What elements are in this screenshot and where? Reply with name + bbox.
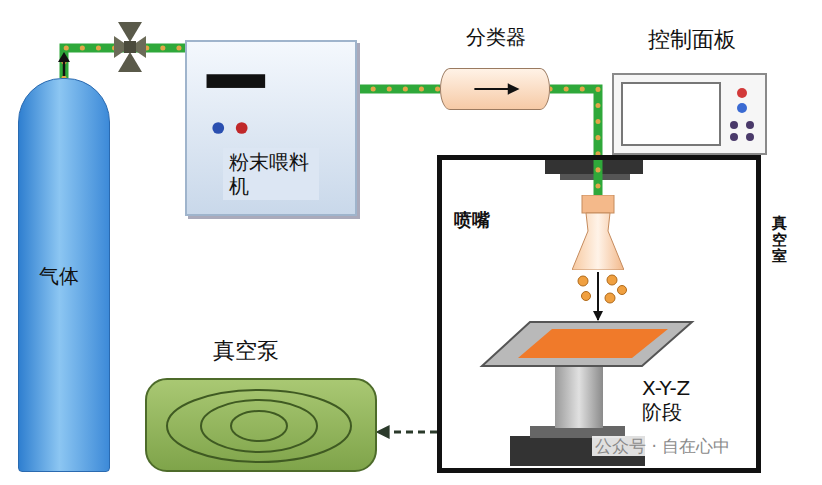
node-label: 气体: [39, 264, 79, 288]
nozzle-drawing: [572, 195, 624, 270]
nozzle: 喷嘴: [572, 195, 624, 270]
classifier-cylinder: 分类器: [440, 68, 550, 110]
vacuum-chamber: 真空室喷嘴X-Y-Z 阶段: [437, 155, 761, 473]
connector: [377, 432, 437, 433]
gas-flow-arrow: [58, 52, 70, 76]
node-label: 粉末喂料机: [223, 148, 319, 200]
valve-symbol: [114, 22, 146, 72]
node-label: 控制面板: [606, 27, 777, 53]
classifier-cylinder-drawing: [441, 69, 549, 109]
connector: [550, 89, 598, 195]
node-label: 喷嘴: [454, 209, 490, 231]
node-label: X-Y-Z 阶段: [642, 376, 712, 424]
control-panel: 控制面板: [612, 73, 767, 155]
node-label: 真空室: [772, 215, 787, 265]
powder-particles: [578, 275, 627, 303]
watermark: 公众号 · 自在心中: [592, 436, 733, 456]
node-label: 真空泵: [213, 338, 279, 364]
vacuum-pump: 真空泵: [145, 378, 377, 472]
connector: [598, 272, 599, 320]
powder-feeder-box: 粉末喂料机: [185, 40, 357, 216]
gas-cylinder: 气体: [18, 78, 110, 472]
vacuum-pump-drawing: [147, 380, 375, 470]
connector: [357, 89, 440, 90]
node-label: 分类器: [441, 25, 551, 49]
control-panel-drawing: [614, 75, 765, 153]
